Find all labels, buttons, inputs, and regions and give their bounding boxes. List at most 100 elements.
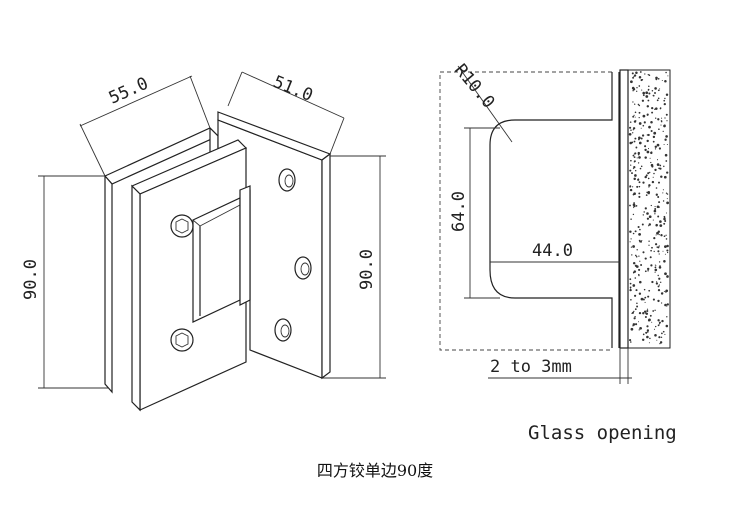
ext-left-b (189, 75, 211, 129)
concrete-speck (642, 298, 645, 301)
concrete-speck (657, 250, 660, 253)
concrete-speck (654, 213, 656, 215)
dim-gap: 2 to 3mm (490, 357, 572, 377)
concrete-speck (651, 111, 654, 114)
concrete-speck (648, 184, 651, 187)
front-screw-bottom-hex (175, 332, 189, 348)
concrete-speck (650, 163, 654, 167)
concrete-speck (652, 219, 654, 221)
concrete-speck (642, 114, 646, 118)
concrete-speck (642, 251, 645, 254)
concrete-speck (648, 240, 650, 242)
concrete-speck (648, 92, 651, 95)
front-screw-bottom (170, 328, 194, 352)
concrete-speck (664, 153, 668, 157)
concrete-speck (638, 321, 639, 323)
concrete-speck (629, 286, 632, 289)
concrete-speck (637, 178, 640, 180)
dim-width-right: 51.0 (270, 72, 315, 106)
concrete-speck (662, 330, 665, 333)
concrete-speck (641, 99, 645, 102)
concrete-speck (646, 217, 650, 220)
concrete-speck (664, 117, 666, 119)
concrete-speck (659, 220, 662, 223)
concrete-speck (633, 75, 635, 78)
concrete-speck (660, 175, 663, 178)
wall-hole-bottom-inner (280, 324, 290, 338)
concrete-speck (652, 176, 654, 178)
dim-line-radius (457, 65, 513, 143)
concrete-speck (632, 207, 635, 209)
concrete-speck (658, 323, 661, 325)
concrete-speck (656, 163, 660, 166)
concrete-speck (654, 92, 656, 94)
concrete-speck (635, 120, 637, 122)
concrete-speck (629, 141, 632, 145)
concrete-speck (665, 135, 668, 138)
concrete-speck (657, 285, 660, 288)
concrete-speck (638, 268, 641, 271)
concrete-speck (638, 233, 641, 236)
concrete-speck (633, 166, 636, 169)
concrete-speck (647, 133, 650, 137)
concrete-speck (647, 295, 650, 298)
concrete-speck (639, 241, 641, 243)
concrete-speck (666, 305, 668, 307)
concrete-speck (630, 218, 632, 220)
concrete-speck (663, 222, 666, 225)
concrete-speck (634, 230, 637, 233)
concrete-speck (657, 324, 660, 327)
concrete-speck (629, 169, 632, 172)
concrete-speck (654, 309, 656, 312)
concrete-speck (638, 292, 642, 295)
concrete-speck (661, 117, 663, 119)
concrete-speck (665, 289, 669, 293)
concrete-speck (632, 284, 636, 287)
concrete-speck (657, 230, 660, 233)
concrete-speck (635, 205, 638, 207)
concrete-speck (647, 177, 650, 180)
concrete-speck (638, 116, 640, 119)
concrete-speck (636, 157, 638, 159)
concrete-speck (629, 186, 631, 188)
concrete-speck (651, 89, 654, 92)
concrete-speck (639, 167, 642, 170)
concrete-speck (665, 160, 668, 162)
dim-line-right-width (227, 71, 243, 107)
concrete-speck (634, 116, 636, 118)
concrete-speck (640, 165, 643, 168)
concrete-speck (655, 325, 657, 328)
wall-hole-top-inner (284, 174, 294, 188)
concrete-speck (666, 143, 668, 146)
concrete-speck (629, 288, 632, 292)
concrete-speck (655, 265, 657, 267)
dim-section-height: 64.0 (449, 191, 469, 232)
concrete-speck (665, 192, 668, 194)
concrete-speck (635, 323, 638, 326)
concrete-speck (634, 315, 636, 318)
concrete-speck (634, 169, 637, 172)
concrete-speck (658, 233, 660, 236)
concrete-speck (647, 99, 650, 102)
concrete-speck (644, 148, 647, 152)
concrete-speck (658, 181, 660, 184)
dim-height-right: 90.0 (357, 249, 377, 290)
concrete-speck (635, 289, 638, 292)
concrete-speck (656, 143, 660, 147)
concrete-speck (653, 237, 656, 240)
concrete-speck (653, 328, 656, 330)
concrete-speck (656, 246, 658, 248)
concrete-speck (633, 317, 636, 320)
concrete-speck (665, 93, 669, 96)
concrete-speck (654, 243, 658, 246)
concrete-speck (666, 249, 669, 252)
concrete-speck (654, 268, 658, 272)
concrete-speck (652, 135, 656, 139)
concrete-speck (643, 211, 645, 213)
concrete-speck (658, 201, 661, 204)
concrete-speck (663, 143, 665, 146)
concrete-speck (663, 217, 666, 221)
concrete-speck (664, 79, 667, 83)
concrete-speck (632, 193, 635, 196)
concrete-speck (653, 172, 655, 175)
